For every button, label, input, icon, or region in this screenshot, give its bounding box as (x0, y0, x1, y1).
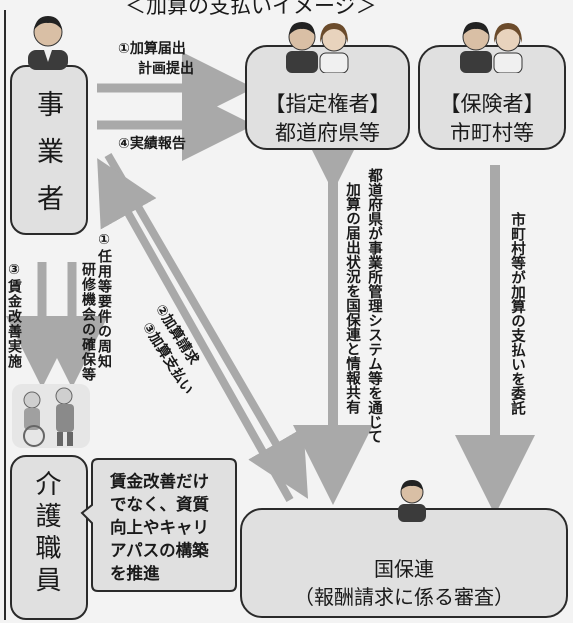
label-report: ④実績報告 (118, 136, 186, 152)
insurer-label-2: 市町村等 (450, 121, 534, 145)
jigyosha-label: 事業者 (32, 90, 63, 231)
person-icon (398, 480, 426, 522)
officials-icon (286, 22, 349, 73)
label-submit-plan-2: 計画提出 (138, 61, 194, 77)
label-submit-plan-1: ①加算届出 (118, 41, 186, 57)
note-line: アパスの構築 (110, 541, 209, 560)
note-line: を推進 (110, 564, 160, 583)
kaigo-label: 介護職員 (31, 470, 61, 598)
arrow-payment (97, 158, 294, 502)
prefecture-label-1: 【指定権者】 (264, 92, 391, 116)
businessman-icon (28, 16, 68, 70)
note-line: 向上やキャリ (110, 518, 209, 537)
note-line: 賃金改善だけ (110, 472, 209, 491)
label-requirement-2: 研修機会の確保等 (80, 262, 96, 382)
kokuho-label-2: （報酬請求に係る審査） (294, 585, 514, 609)
page-title: ＜加算の支払いイメージ＞ (125, 0, 377, 18)
jigyosha-box (10, 65, 88, 235)
note-text: 賃金改善だけ でなく、資質 向上やキャリ アパスの構築 を推進 (110, 470, 209, 585)
label-requirement-1: ①任用等要件の周知 (96, 232, 112, 369)
label-wage-improvement: ③賃金改善実施 (6, 262, 22, 369)
note-line: でなく、資質 (110, 495, 209, 514)
caregivers-icon (12, 384, 90, 448)
speech-bubble-shape (80, 458, 237, 592)
kaigo-box (10, 455, 88, 620)
arrow-request (104, 152, 309, 499)
insurer-label-1: 【保険者】 (439, 92, 545, 116)
label-info-share-1: 都道府県が事業所管理システム等を通じて (366, 168, 382, 444)
left-bracket (4, 10, 6, 620)
prefecture-label-2: 都道府県等 (275, 121, 380, 145)
kokuho-label-1: 国保連 (374, 557, 434, 581)
label-info-share-2: 加算の届出状況を国保連と情報共有 (344, 182, 360, 414)
label-delegate: 市町村等が加算の支払いを委託 (509, 212, 525, 415)
officials-icon (460, 22, 523, 73)
